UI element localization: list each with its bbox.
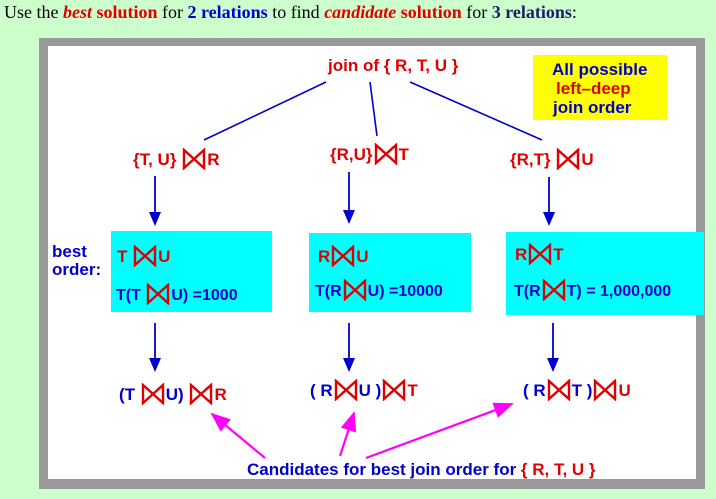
candidate-pointer-right [365, 402, 514, 460]
bowtie-join-icon [547, 379, 571, 401]
note-line-3: join order [553, 98, 632, 117]
branch-line-left [203, 81, 327, 141]
bowtie-join-icon [133, 245, 157, 267]
option-right: {R,T} U [510, 148, 594, 170]
best-join-left: T U [117, 245, 171, 267]
best-order-box-right [506, 232, 704, 315]
candidates-caption: Candidates for best join order for { R, … [247, 460, 596, 479]
bowtie-join-icon [182, 148, 206, 170]
best-order-label-line-2: order: [52, 260, 102, 279]
bowtie-join-icon [542, 279, 566, 301]
left-deep-note [533, 55, 667, 120]
note-line-1: All possible [552, 60, 648, 79]
bowtie-join-icon [141, 383, 165, 405]
note-line-2: left–deep [556, 79, 631, 98]
bowtie-join-icon [189, 383, 213, 405]
best-order-box-middle [309, 233, 471, 312]
option-middle: {R,U}T [330, 143, 409, 165]
bowtie-join-icon [146, 283, 170, 305]
option-left: {T, U} R [133, 148, 220, 170]
cost-left: T(T U) =1000 [116, 283, 238, 305]
bowtie-join-icon [528, 243, 552, 265]
candidate-pointer-middle [338, 411, 357, 457]
best-order-box-left [111, 231, 272, 312]
bowtie-join-icon [334, 379, 358, 401]
candidate-pointer-left [210, 412, 266, 459]
best-order-label-line-1: best [52, 242, 87, 261]
bowtie-join-icon [556, 148, 580, 170]
candidate-left: (T U) R [119, 383, 227, 405]
bowtie-join-icon [343, 279, 367, 301]
page-heading: Use the best solution for 2 relations to… [4, 2, 577, 22]
bowtie-join-icon [374, 143, 398, 165]
bowtie-join-icon [331, 245, 355, 267]
branch-line-right [409, 81, 543, 141]
bowtie-join-icon [593, 379, 617, 401]
bowtie-join-icon [382, 379, 406, 401]
root-join-label: join of { R, T, U } [328, 56, 459, 75]
branch-line-middle [369, 81, 378, 137]
